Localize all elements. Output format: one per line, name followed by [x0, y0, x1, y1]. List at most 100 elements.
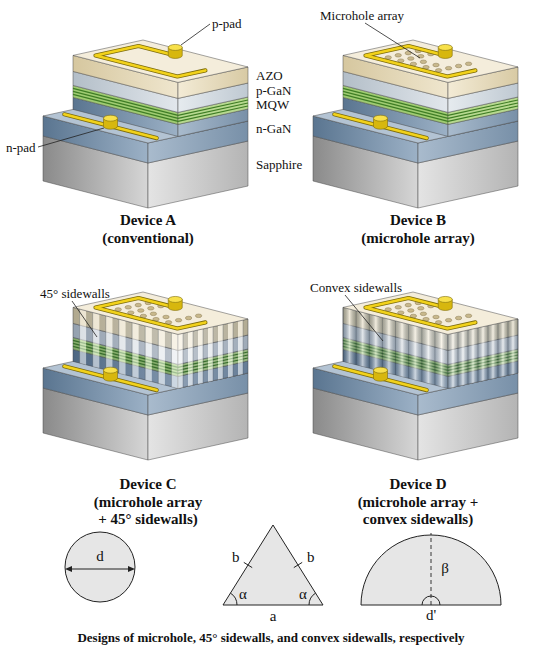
triangle-outline	[223, 525, 323, 605]
microhole	[418, 307, 424, 311]
sidewall-ridge	[118, 319, 119, 373]
layer-label: p-GaN	[256, 83, 291, 98]
sidewall-ridge	[132, 323, 133, 377]
sidewall-ridge	[203, 329, 204, 383]
pillar-edge	[518, 319, 519, 373]
microhole	[433, 315, 439, 319]
angle-arc	[422, 596, 440, 605]
sidewall-facet	[188, 331, 193, 386]
convex-pillar	[396, 321, 409, 378]
side-label: a	[265, 608, 281, 625]
layer-label: n-GaN	[256, 121, 291, 136]
layer-label: MQW	[256, 97, 289, 112]
n-finger-outline	[334, 114, 426, 138]
sidewall-facet	[99, 314, 106, 370]
dimension-label: d'	[420, 607, 442, 624]
sidewall-ridge	[158, 329, 159, 383]
pillar-edge	[343, 307, 344, 361]
p-finger-outline	[96, 298, 206, 329]
arrow-head	[65, 566, 72, 572]
n-finger	[64, 114, 156, 138]
sidewall-ridge	[145, 326, 146, 380]
sidewall-facet	[152, 328, 159, 384]
microhole	[420, 60, 426, 64]
callout-label: Microhole array	[320, 8, 404, 23]
sidewall-facet	[86, 311, 93, 367]
p-pad-top	[168, 296, 182, 302]
microhole	[395, 54, 401, 58]
device-subtitle: (conventional)	[63, 230, 233, 247]
leader-line	[181, 24, 210, 45]
convex-pillar	[498, 321, 508, 377]
sidewall-ridge	[105, 316, 106, 370]
leader-line	[365, 23, 420, 58]
p-finger	[96, 46, 206, 77]
callout-label: p-pad	[212, 16, 242, 31]
microhole	[455, 64, 461, 68]
led-device	[43, 40, 248, 208]
microhole	[405, 303, 411, 307]
figure-caption: Designs of microhole, 45° sidewalls, and…	[3, 630, 539, 645]
microhole	[408, 57, 414, 61]
shape-outline	[64, 531, 136, 603]
microhole	[185, 316, 191, 320]
angle-label: α	[236, 586, 250, 603]
p-finger	[366, 298, 476, 329]
p-finger-outline	[96, 46, 206, 77]
device-title: Device B	[348, 212, 488, 229]
sidewall-facet	[145, 326, 152, 382]
sidewall-facet	[126, 321, 133, 377]
sidewall-facet	[228, 322, 233, 377]
sidewall-ridge	[233, 322, 234, 376]
convex-pillar	[343, 307, 356, 364]
microhole	[420, 312, 426, 316]
leader-line	[72, 301, 97, 337]
device-subtitle: (microhole array + 45° sidewalls)	[91, 494, 206, 528]
dimension-line	[70, 569, 130, 570]
microhole	[433, 63, 439, 67]
microhole	[455, 316, 461, 320]
p-pad-top	[438, 296, 452, 302]
sidewall-facet	[243, 319, 248, 374]
sidewall-facet	[93, 313, 100, 369]
azo-top	[73, 40, 248, 82]
microhole	[195, 314, 201, 318]
sidewall-triangle: bbααa	[218, 522, 328, 627]
p-finger-outline	[366, 298, 476, 329]
sidewall-facet	[178, 333, 183, 388]
microhole	[163, 315, 169, 319]
device-title: Device D	[348, 476, 488, 493]
sidewall-facet	[106, 316, 113, 372]
sidewall-facet	[165, 331, 172, 387]
azo-top	[343, 292, 518, 334]
device-title: Device C	[78, 476, 218, 493]
layer-label: AZO	[256, 68, 283, 83]
p-finger	[366, 46, 476, 77]
callout-label: 45° sidewalls	[40, 286, 110, 301]
angle-arc	[230, 593, 237, 605]
sidewall-facet	[158, 329, 165, 385]
sidewall-facet	[203, 328, 208, 383]
convex-pillar	[468, 328, 478, 384]
sidewall-ridge	[243, 320, 244, 374]
sidewall-facet	[208, 327, 213, 382]
angle-label: α	[296, 586, 310, 603]
sidewall-facet	[238, 320, 243, 375]
microhole-circle: d	[64, 531, 136, 603]
side-label: b	[307, 549, 315, 566]
n-pad-top	[104, 115, 118, 121]
sidewall-ridge	[213, 327, 214, 381]
sidewall-facet	[112, 318, 119, 374]
sidewall-ridge	[79, 309, 80, 363]
dimension-label: d	[92, 548, 108, 565]
n-pad-top	[374, 115, 388, 121]
sidewall-facet	[218, 325, 223, 380]
leader-line	[345, 295, 383, 341]
leader-line	[38, 128, 104, 147]
sidewall-ridge	[92, 313, 93, 367]
convex-pillar	[382, 318, 395, 375]
p-pad-top	[438, 44, 452, 50]
microhole	[395, 306, 401, 310]
n-finger-outline	[64, 114, 156, 138]
convex-pillar	[369, 314, 382, 371]
